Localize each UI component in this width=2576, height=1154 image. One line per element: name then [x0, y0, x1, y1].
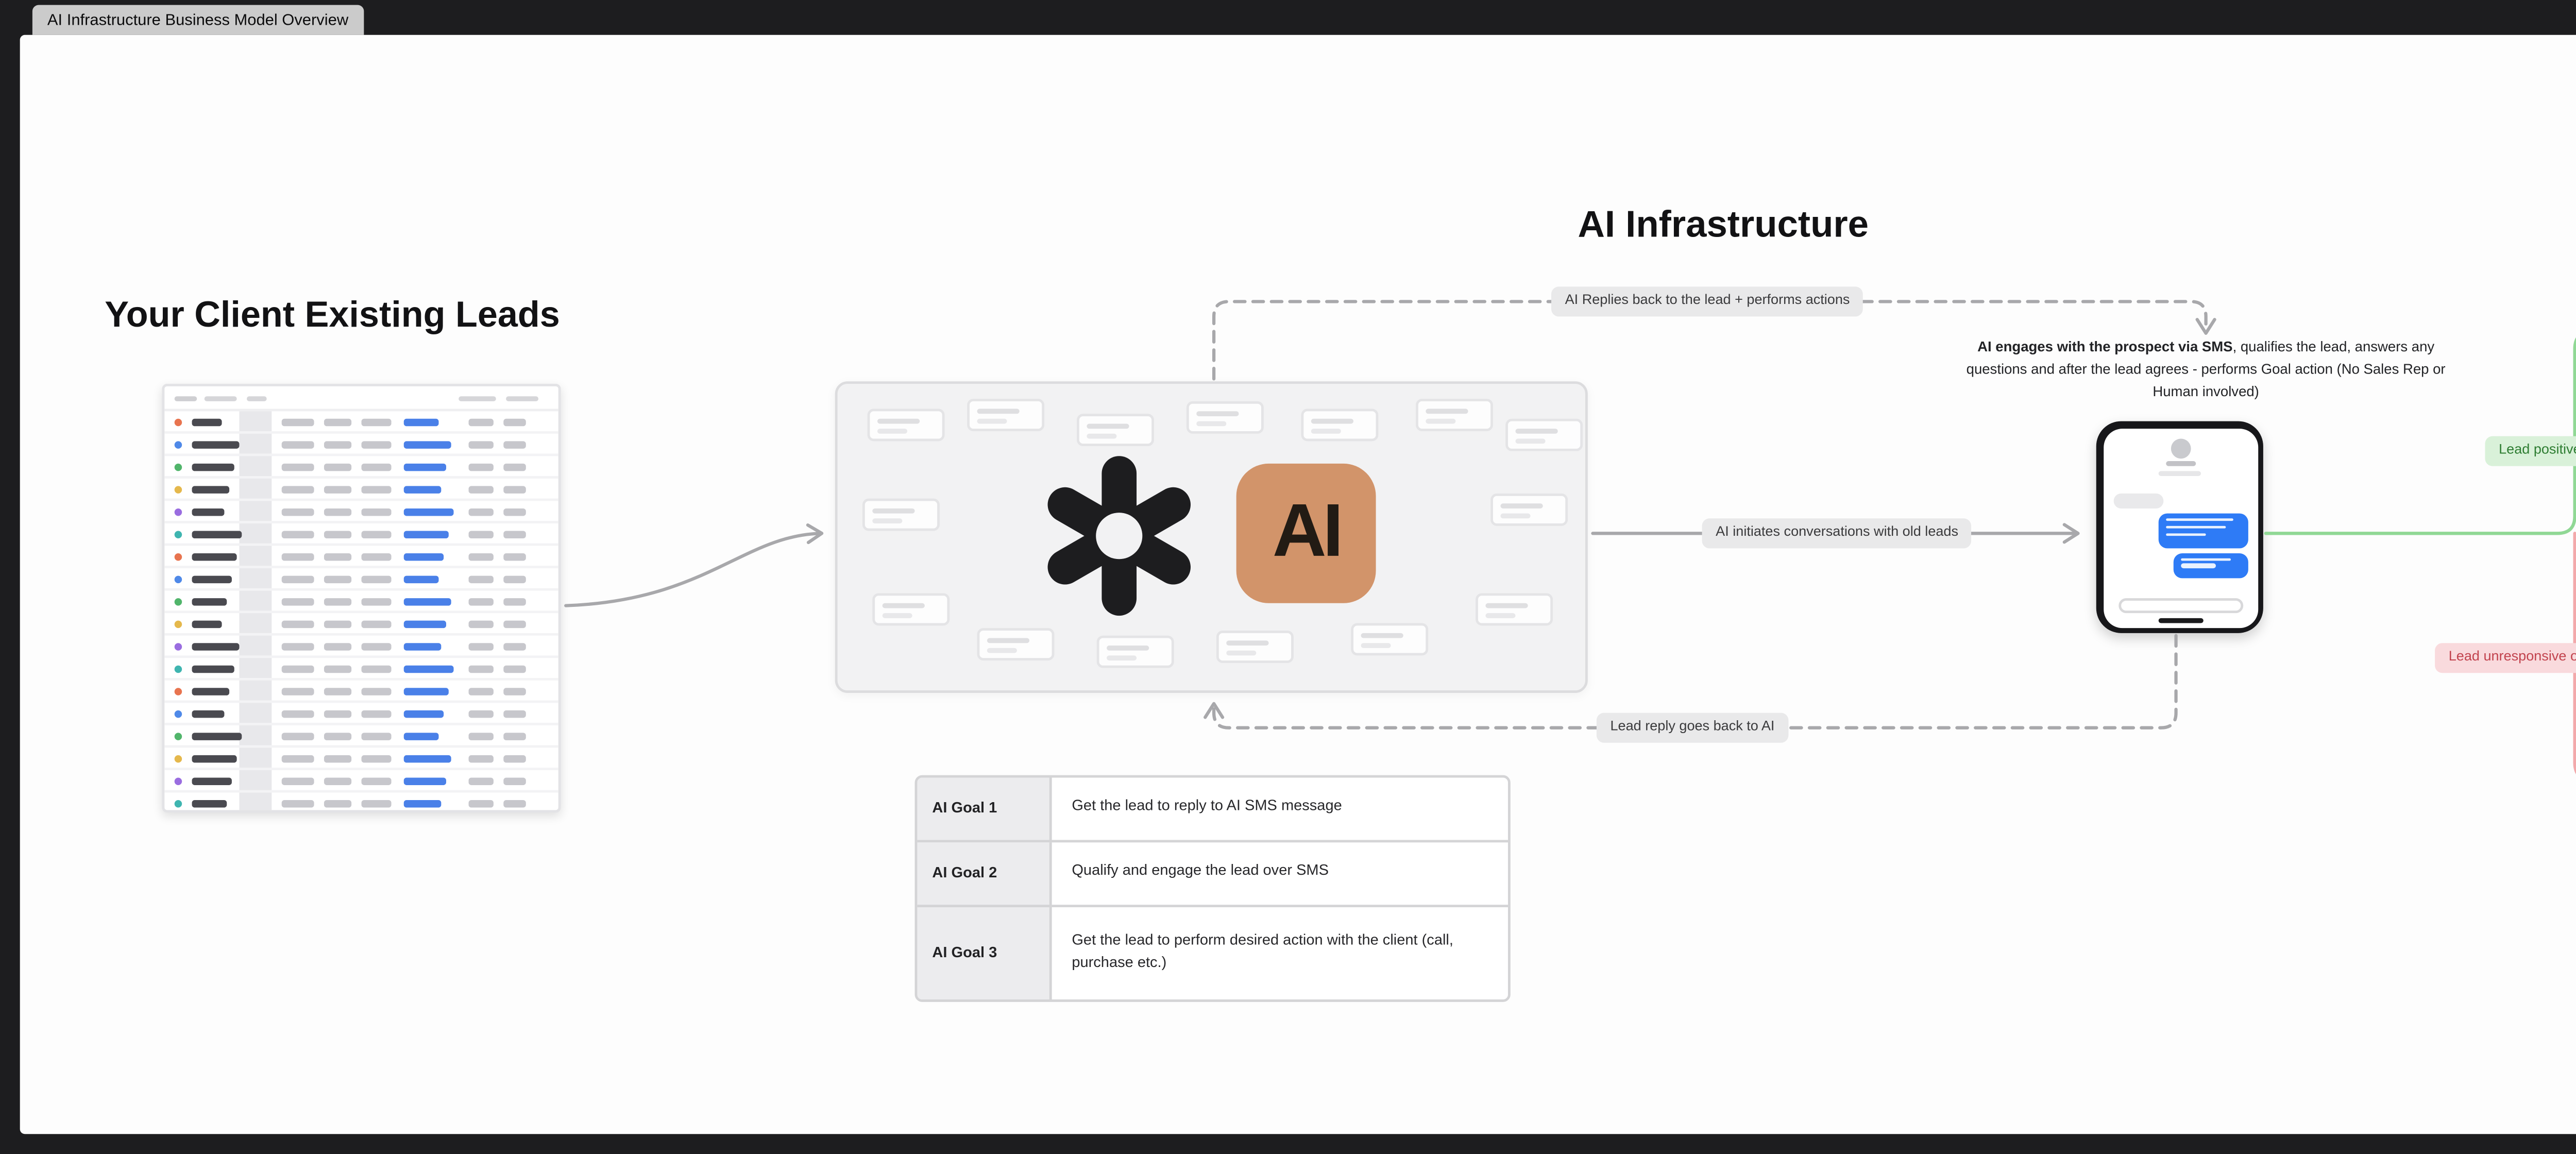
lead-row: [164, 703, 558, 725]
workflow-card: [1216, 631, 1294, 663]
workflow-card: [862, 498, 940, 531]
leads-spreadsheet-screenshot[interactable]: [162, 384, 561, 813]
workflow-card: [1476, 593, 1553, 626]
lead-row: [164, 613, 558, 636]
toolbar-control: [204, 395, 237, 402]
contact-avatar-icon: [2170, 437, 2190, 457]
toolbar-control: [246, 395, 267, 402]
message-input: [2117, 598, 2242, 612]
goal-row-text: Get the lead to reply to AI SMS message: [1052, 777, 1508, 843]
toolbar-control: [174, 395, 197, 402]
ai-goals-table[interactable]: AI Goal 1 Get the lead to reply to AI SM…: [914, 775, 1511, 1002]
goal-row-label: AI Goal 1: [917, 777, 1052, 843]
workflow-card: [1301, 409, 1379, 442]
chip-ai-replies-back: AI Replies back to the lead + performs a…: [1551, 286, 1864, 317]
lead-row: [164, 411, 558, 434]
ai-infrastructure-box[interactable]: AI: [835, 381, 1588, 693]
lead-row: [164, 681, 558, 703]
sms-engagement-annotation: AI engages with the prospect via SMS, qu…: [1952, 339, 2460, 405]
lead-row: [164, 770, 558, 793]
phone-screen: [2102, 427, 2257, 627]
incoming-message-bubble: [2112, 492, 2162, 507]
lead-row: [164, 748, 558, 770]
goal-row-text: Qualify and engage the lead over SMS: [1052, 842, 1508, 908]
workflow-card: [1490, 493, 1568, 526]
workflow-card: [1415, 399, 1493, 431]
workflow-background: [838, 384, 1585, 690]
chip-lead-reply-back: Lead reply goes back to AI: [1596, 712, 1789, 743]
message-timestamp: [2158, 471, 2201, 476]
toolbar-control: [459, 395, 496, 402]
workflow-card: [1096, 635, 1174, 668]
spreadsheet-toolbar: [164, 386, 558, 412]
outgoing-message-bubble: [2157, 512, 2247, 547]
workflow-card: [1186, 401, 1264, 434]
workflow-card: [1351, 623, 1429, 656]
lead-row: [164, 456, 558, 479]
workflow-card: [1505, 418, 1583, 451]
lead-row: [164, 591, 558, 614]
chip-ai-initiates: AI initiates conversations with old lead…: [1702, 518, 1972, 549]
workflow-card: [967, 399, 1045, 431]
lead-row: [164, 725, 558, 748]
leads-rows: [164, 411, 558, 810]
goal-row-label: AI Goal 3: [917, 907, 1052, 1000]
outgoing-message-bubble: [2172, 552, 2247, 577]
ai-tile-text: AI: [1272, 491, 1344, 573]
lead-row: [164, 658, 558, 681]
ai-infrastructure-heading: AI Infrastructure: [1578, 204, 1869, 247]
toolbar-control: [506, 395, 539, 402]
lead-row: [164, 479, 558, 501]
lead-row: [164, 434, 558, 456]
workflow-card: [867, 409, 945, 442]
phone-mockup[interactable]: [2096, 421, 2263, 633]
openai-logo-icon[interactable]: [1037, 454, 1201, 618]
goal-row-label: AI Goal 2: [917, 842, 1052, 908]
lead-row: [164, 546, 558, 569]
chip-lead-negative: Lead unresponsive or not interested: [2435, 643, 2576, 673]
lead-row: [164, 568, 558, 591]
lead-row: [164, 501, 558, 523]
lead-row: [164, 523, 558, 546]
lead-row: [164, 636, 558, 658]
leads-heading: Your Client Existing Leads: [105, 296, 560, 337]
goal-row-text: Get the lead to perform desired action w…: [1072, 934, 1453, 971]
lead-row: [164, 792, 558, 810]
window-title-tab[interactable]: AI Infrastructure Business Model Overvie…: [32, 5, 364, 35]
workflow-card: [977, 628, 1055, 661]
home-indicator: [2157, 618, 2202, 623]
anthropic-ai-logo-icon[interactable]: AI: [1236, 463, 1376, 603]
workflow-card: [872, 593, 950, 626]
workflow-card: [1077, 414, 1154, 447]
chip-lead-positive: Lead positive replies: [2485, 436, 2576, 466]
contact-name: [2164, 461, 2195, 466]
annotation-bold: AI engages with the prospect via SMS: [1977, 341, 2233, 357]
